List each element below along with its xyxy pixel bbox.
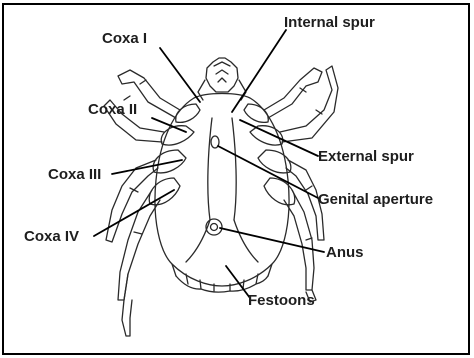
body-outline	[155, 94, 289, 287]
leader-festoons	[226, 266, 250, 298]
leg-ii-right	[280, 66, 338, 142]
leader-internal-spur	[232, 30, 286, 112]
festoons-marks	[172, 264, 272, 291]
coxa-iv-right	[264, 178, 295, 205]
coxa-i-left	[176, 104, 200, 122]
leader-coxa-iii	[112, 160, 182, 174]
anus-outer	[206, 219, 222, 235]
leader-anus	[220, 228, 324, 252]
label-internal-spur: Internal spur	[284, 15, 375, 30]
anus-inner	[211, 224, 218, 231]
label-coxa-ii: Coxa II	[88, 102, 137, 117]
label-genital-aperture: Genital aperture	[318, 192, 433, 207]
label-coxa-i: Coxa I	[102, 31, 147, 46]
leader-coxa-iv	[94, 190, 174, 236]
genital-grooves	[208, 118, 236, 220]
label-coxa-iii: Coxa III	[48, 167, 101, 182]
label-external-spur: External spur	[318, 149, 414, 164]
label-festoons: Festoons	[248, 293, 315, 308]
leader-genital-aperture	[218, 146, 318, 198]
capitulum	[206, 58, 238, 92]
festoons-edge	[176, 276, 268, 292]
leg-iv-left-tarsus	[122, 274, 132, 336]
hypostome-teeth	[214, 62, 230, 82]
leader-coxa-i	[160, 48, 200, 102]
leg-i-right	[264, 68, 322, 118]
coxa-i-right	[244, 104, 268, 122]
palps	[198, 80, 246, 100]
label-anus: Anus	[326, 245, 364, 260]
label-coxa-iv: Coxa IV	[24, 229, 79, 244]
leg-iv-left	[118, 190, 160, 300]
